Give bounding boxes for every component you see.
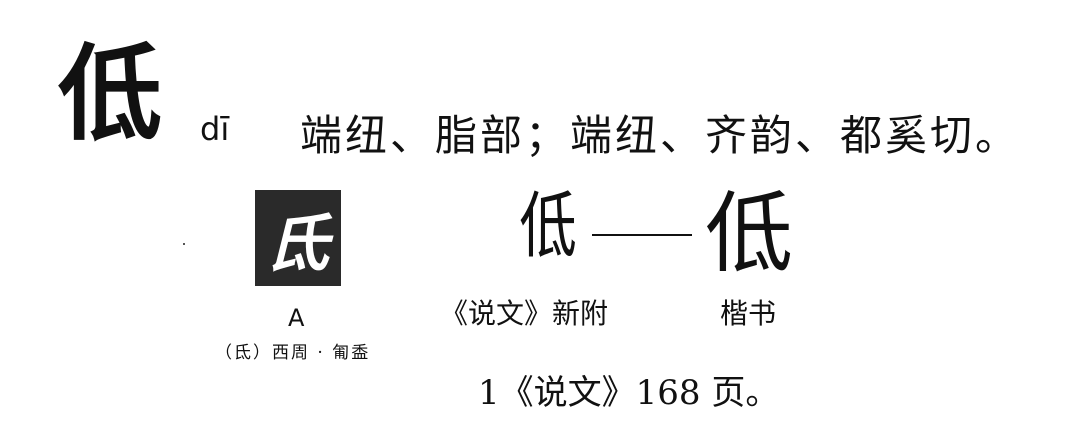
head-character: 低 [58, 32, 163, 155]
bronze-inscription-image: 氐 [255, 190, 341, 286]
regular-label: 楷书 [720, 297, 777, 330]
bronze-glyph: 氐 [266, 207, 329, 280]
seal-script-glyph: 低 [519, 184, 577, 268]
scan-speck [183, 243, 185, 245]
bronze-label: A [288, 304, 305, 332]
phonetic-readings: 端纽、脂部；端纽、齐韵、都奚切。 [300, 111, 1021, 160]
pinyin: dī [200, 110, 230, 148]
bronze-source: （氐）西周 · 匍盉 [215, 343, 371, 363]
evolution-connector [592, 234, 692, 236]
footnote: 1《说文》168 页。 [478, 373, 780, 413]
seal-label: 《说文》新附 [440, 297, 609, 330]
regular-script-glyph: 低 [705, 182, 794, 285]
